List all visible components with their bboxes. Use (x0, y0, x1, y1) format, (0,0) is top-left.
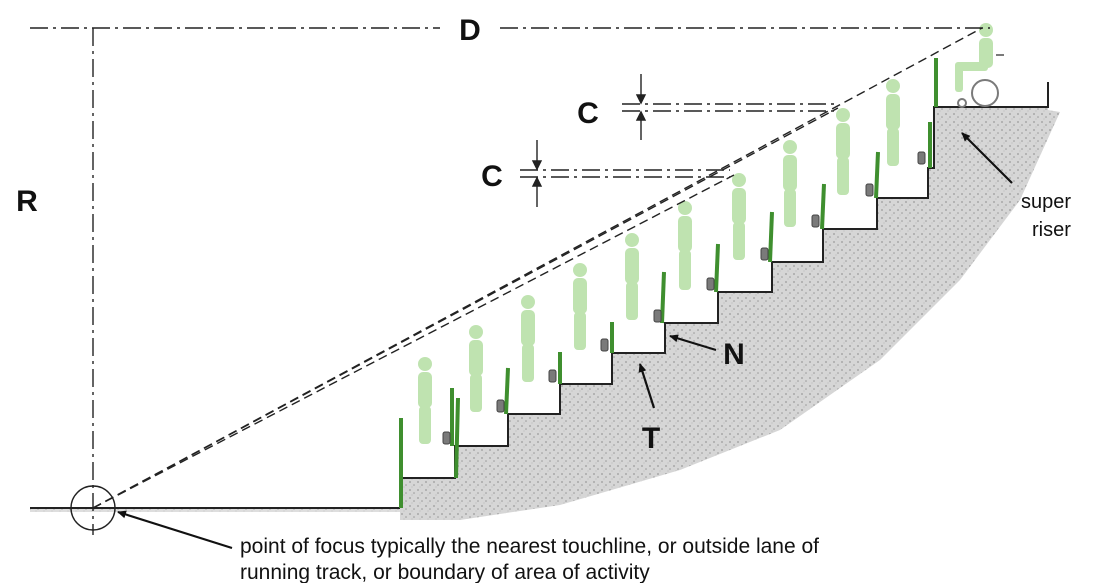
spectator-figure (886, 79, 900, 166)
spectator-figure (625, 233, 639, 320)
spectator-figure (678, 201, 692, 290)
spectator-figure (836, 108, 850, 195)
label-c-lower: C (481, 160, 503, 193)
label-super-riser-line1: super (1021, 191, 1071, 213)
label-n: N (723, 338, 745, 371)
label-r: R (16, 185, 38, 218)
label-focus-line1: point of focus typically the nearest tou… (240, 535, 819, 558)
spectator-figures (418, 23, 1004, 444)
label-super-riser-line2: riser (1032, 219, 1071, 241)
label-d: D (459, 14, 481, 47)
spectator-figure (521, 295, 535, 382)
spectator-figure (783, 140, 797, 227)
spectator-figure (469, 325, 483, 412)
spectator-figure (732, 173, 746, 260)
terrace-structure (30, 82, 1060, 520)
seats (442, 151, 926, 445)
annotation-arrows (117, 132, 1013, 550)
label-focus-line2: running track, or boundary of area of ac… (240, 561, 650, 583)
c-dimension-arrows (531, 74, 647, 207)
dimension-lines (30, 27, 990, 535)
spectator-figure (573, 263, 587, 350)
spectator-figure (418, 357, 432, 444)
label-t: T (642, 422, 660, 455)
sightlines (92, 27, 983, 509)
wheelchair-user-figure (955, 23, 1004, 108)
label-c-upper: C (577, 97, 599, 130)
balustrades (399, 58, 938, 508)
point-of-focus-marker (60, 485, 126, 531)
